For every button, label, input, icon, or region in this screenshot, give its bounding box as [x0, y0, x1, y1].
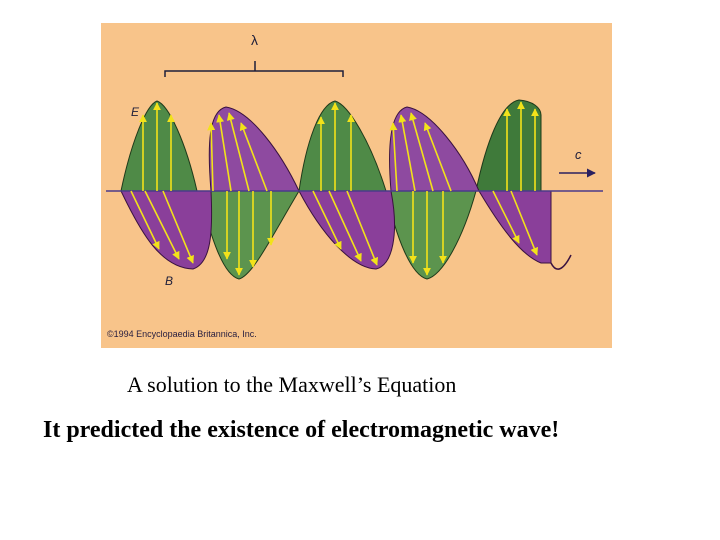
b-field-label: B: [165, 274, 173, 288]
wavelength-label: λ: [251, 32, 258, 48]
b-field-arrows: [130, 112, 538, 266]
em-wave-diagram: λ E B c ©1994 Encyclopaedia Britannica, …: [101, 23, 612, 348]
prediction-caption: It predicted the existence of electromag…: [43, 417, 560, 443]
copyright-notice: ©1994 Encyclopaedia Britannica, Inc.: [107, 329, 257, 339]
wavelength-bracket: [164, 61, 344, 77]
speed-of-light-label: c: [575, 147, 582, 162]
solution-caption: A solution to the Maxwell’s Equation: [127, 372, 457, 397]
e-field-label: E: [131, 105, 140, 119]
e-field-arrows: [139, 101, 539, 276]
